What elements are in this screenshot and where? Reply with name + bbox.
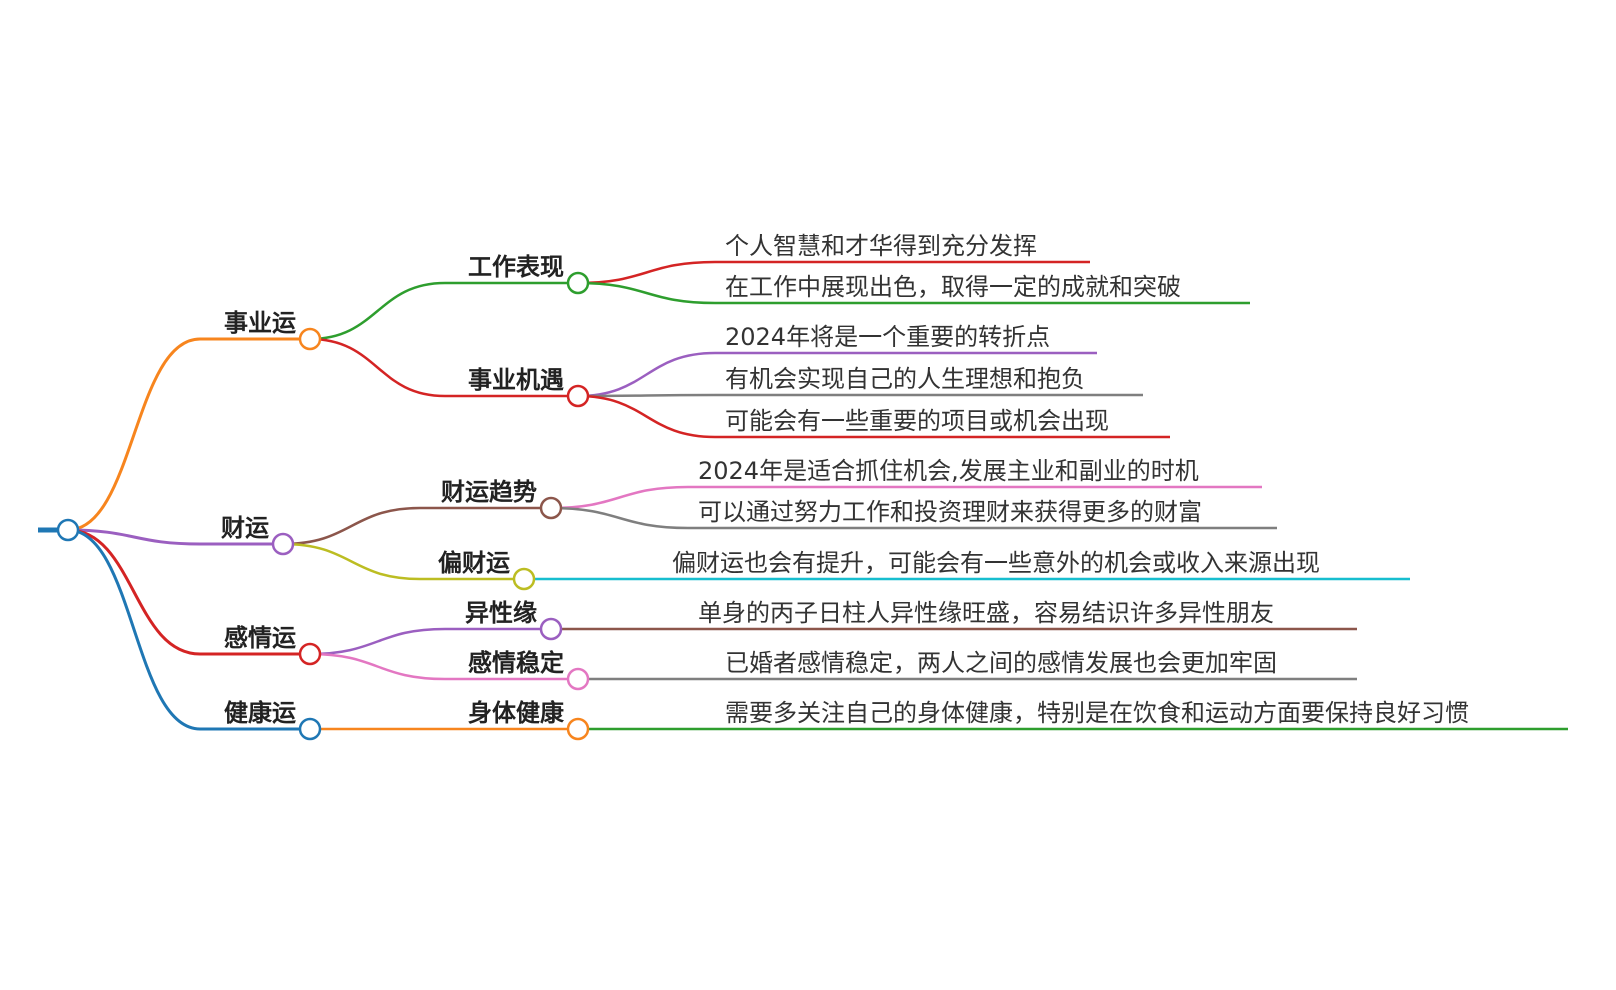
branch-node[interactable] [298,717,322,741]
leaf-label[interactable]: 2024年将是一个重要的转折点 [725,323,1051,351]
topic-link [309,337,446,398]
leaf-label[interactable]: 可能会有一些重要的项目或机会出现 [725,407,1109,435]
leaf-link [577,281,716,305]
topic-link [282,506,421,546]
topic-label[interactable]: 感情稳定 [468,649,564,677]
branch-link [67,528,201,731]
leaf-link [577,394,716,439]
branch-link [67,528,201,656]
leaf-label[interactable]: 已婚者感情稳定，两人之间的感情发展也会更加牢固 [725,649,1277,677]
topic-node[interactable] [539,496,563,520]
topic-node[interactable] [566,717,590,741]
topic-node[interactable] [512,567,536,591]
leaf-link [550,506,689,530]
leaf-link [577,351,716,398]
branch-link [67,337,201,532]
topic-label[interactable]: 事业机遇 [468,366,564,394]
branch-label[interactable]: 健康运 [224,699,296,727]
topic-label[interactable]: 偏财运 [438,549,510,577]
branch-label[interactable]: 感情运 [224,624,296,652]
topic-node[interactable] [566,384,590,408]
leaf-label[interactable]: 偏财运也会有提升，可能会有一些意外的机会或收入来源出现 [672,549,1320,577]
leaf-label[interactable]: 可以通过努力工作和投资理财来获得更多的财富 [698,498,1202,526]
branch-link [67,528,201,546]
leaf-link [577,260,716,285]
topic-node[interactable] [566,271,590,295]
topic-label[interactable]: 异性缘 [465,599,537,627]
topic-node[interactable] [539,617,563,641]
branch-label[interactable]: 事业运 [224,309,296,337]
topic-node[interactable] [566,667,590,691]
topic-link [309,627,446,656]
topic-link [309,652,446,681]
leaf-link [577,393,716,398]
root-node[interactable] [56,518,80,542]
branch-label[interactable]: 财运 [221,514,269,542]
topic-label[interactable]: 财运趋势 [441,478,537,506]
topic-label[interactable]: 工作表现 [468,253,564,281]
leaf-label[interactable]: 个人智慧和才华得到充分发挥 [725,232,1037,260]
leaf-link [550,485,689,510]
branch-node[interactable] [298,327,322,351]
topic-link [309,281,446,341]
leaf-label[interactable]: 单身的丙子日柱人异性缘旺盛，容易结识许多异性朋友 [698,599,1274,627]
leaf-label[interactable]: 2024年是适合抓住机会,发展主业和副业的时机 [698,457,1199,485]
leaf-label[interactable]: 在工作中展现出色，取得一定的成就和突破 [725,273,1181,301]
topic-label[interactable]: 身体健康 [468,699,564,727]
leaf-label[interactable]: 有机会实现自己的人生理想和抱负 [725,365,1085,393]
branch-node[interactable] [298,642,322,666]
topic-link [282,542,421,581]
leaf-label[interactable]: 需要多关注自己的身体健康，特别是在饮食和运动方面要保持良好习惯 [725,699,1469,727]
branch-node[interactable] [271,532,295,556]
